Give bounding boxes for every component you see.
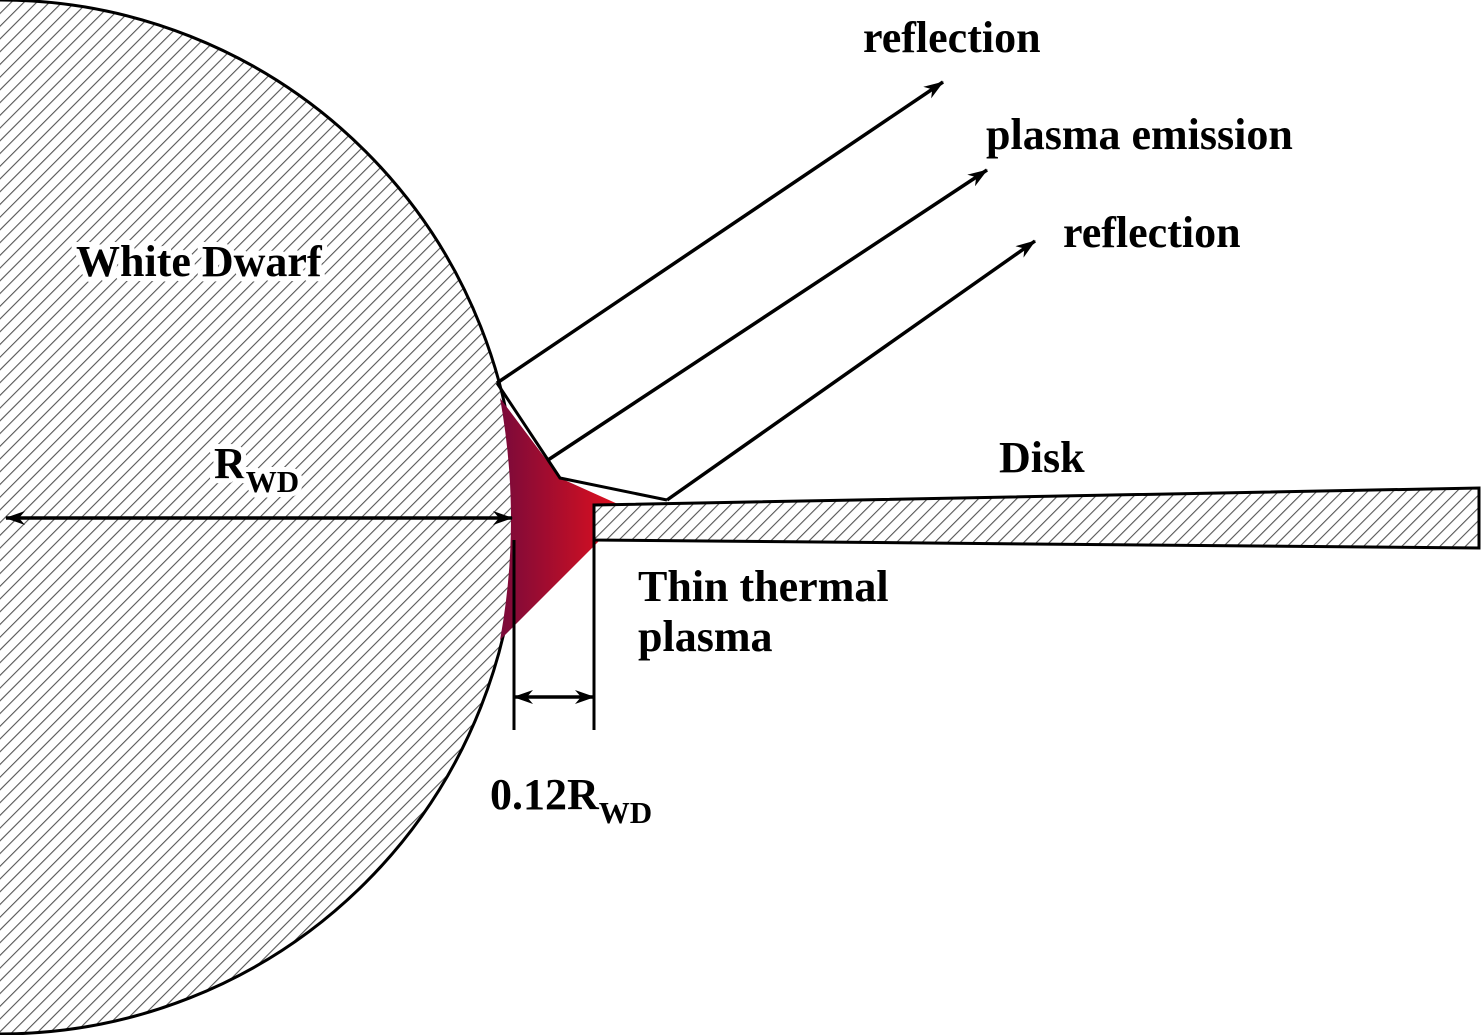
reflection-arrow-top: [496, 80, 944, 385]
radius-label-main: R: [214, 439, 247, 488]
plasma-boundary-line: [495, 382, 668, 502]
thin-thermal-plasma-label-line1: Thin thermal: [638, 562, 889, 611]
reflection-label-top: reflection: [863, 13, 1041, 62]
white-dwarf-label: White Dwarf: [76, 237, 323, 286]
radius-label: RWD: [214, 439, 299, 499]
accretion-disk: [592, 486, 1481, 550]
width-label: 0.12RWD: [490, 770, 652, 830]
reflection-label-bottom: reflection: [1063, 208, 1241, 257]
disk-label: Disk: [999, 433, 1085, 482]
thin-thermal-plasma-region: [500, 398, 620, 640]
width-label-subscript: WD: [599, 795, 652, 830]
radius-label-subscript: WD: [246, 464, 299, 499]
plasma-emission-arrow: [547, 168, 988, 462]
plasma-emission-label: plasma emission: [986, 110, 1293, 159]
width-label-main: 0.12R: [490, 770, 600, 819]
reflection-arrow-bottom: [665, 239, 1037, 502]
thin-thermal-plasma-label-line2: plasma: [638, 612, 772, 661]
